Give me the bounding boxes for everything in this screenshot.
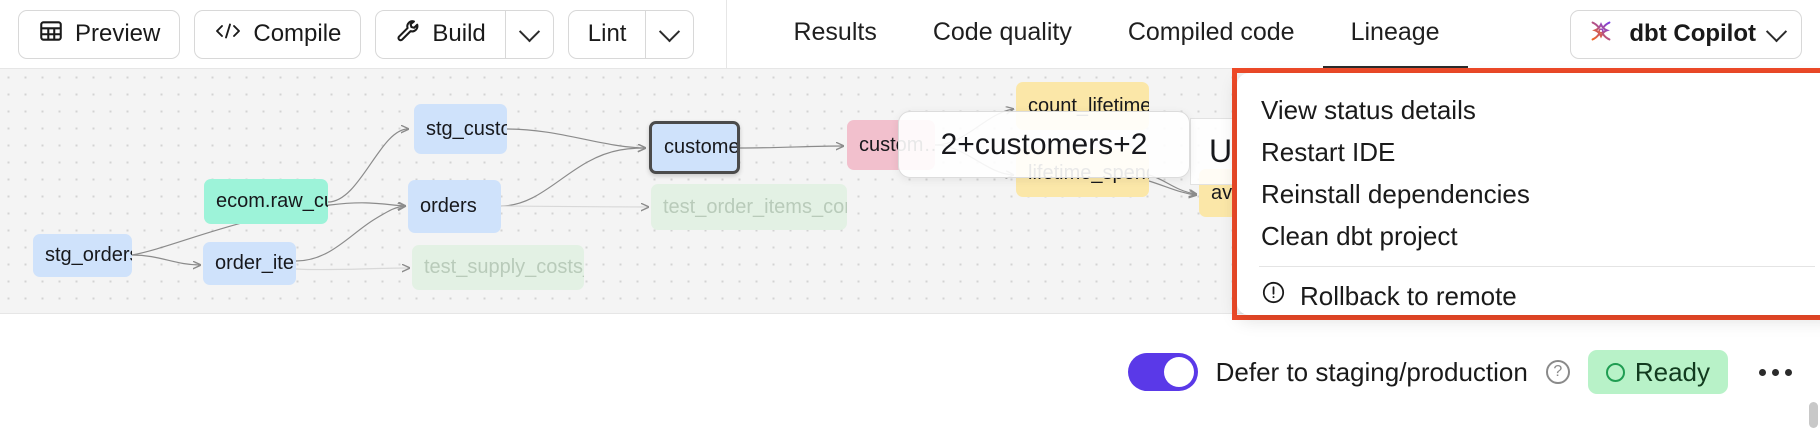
node-label: test_order_items_comput… (663, 195, 847, 218)
node-label: test_supply_costs_su… (424, 256, 584, 278)
lineage-node-stg-customers[interactable]: stg_custo… (414, 104, 507, 154)
status-badge[interactable]: Ready (1587, 350, 1728, 394)
code-brackets-icon (214, 18, 242, 51)
lineage-node-stg-orders[interactable]: stg_orders (33, 234, 132, 277)
question-mark-icon[interactable]: ? (1545, 360, 1570, 384)
compile-button-label: Compile (253, 20, 342, 47)
build-button[interactable]: Build (376, 11, 504, 58)
tab-code-quality-label: Code quality (932, 18, 1072, 46)
lint-split-button: Lint (567, 9, 695, 59)
sparkle-star-icon (1586, 16, 1616, 53)
preview-button-label: Preview (75, 20, 161, 47)
menu-item-reinstall-dependencies[interactable]: Reinstall dependencies (1237, 173, 1820, 215)
lineage-tooltip: 2+customers+2 (898, 111, 1190, 178)
node-label: stg_custo… (426, 117, 507, 140)
menu-item-rollback-to-remote[interactable]: Rollback to remote (1237, 275, 1820, 317)
wrench-icon (395, 18, 421, 51)
menu-item-label: Restart IDE (1261, 136, 1396, 167)
menu-separator (1259, 266, 1815, 267)
compile-button[interactable]: Compile (194, 9, 362, 59)
status-dot-icon (1605, 362, 1625, 382)
chevron-down-icon (1765, 20, 1788, 42)
tab-lineage[interactable]: Lineage (1322, 0, 1468, 69)
defer-toggle[interactable] (1127, 353, 1198, 391)
menu-item-clean-dbt-project[interactable]: Clean dbt project (1237, 215, 1820, 257)
lineage-node-ecom-raw-customers[interactable]: ecom.raw_cust… (204, 179, 328, 224)
menu-item-restart-ide[interactable]: Restart IDE (1237, 131, 1820, 173)
lint-button-label: Lint (587, 20, 627, 47)
alert-circle-icon (1261, 280, 1286, 312)
build-dropdown-toggle[interactable] (504, 10, 553, 58)
lineage-node-customers[interactable]: customers (649, 121, 740, 174)
dbt-copilot-label: dbt Copilot (1629, 20, 1756, 47)
node-label: order_ite… (215, 252, 296, 274)
toolbar-actions: Preview Compile (0, 0, 728, 69)
tab-compiled-code[interactable]: Compiled code (1100, 0, 1323, 69)
tab-lineage-label: Lineage (1350, 18, 1440, 46)
node-label: stg_orders (45, 244, 132, 266)
build-button-label: Build (432, 20, 486, 47)
toolbar-right: dbt Copilot (1570, 9, 1820, 59)
node-label: orders (420, 195, 477, 217)
chevron-down-icon (518, 20, 540, 42)
lineage-node-test-order-items[interactable]: test_order_items_comput… (651, 184, 847, 230)
lint-dropdown-toggle[interactable] (645, 10, 693, 58)
menu-highlight-box (1232, 68, 1820, 320)
lint-button[interactable]: Lint (569, 11, 646, 58)
lineage-node-test-supply-costs[interactable]: test_supply_costs_su… (412, 245, 584, 290)
vertical-scrollbar[interactable] (1809, 402, 1818, 428)
tab-results-label: Results (793, 18, 877, 46)
bottom-status-bar: Defer to staging/production ? Ready (0, 313, 1820, 430)
node-label: customers (664, 136, 740, 158)
menu-item-label: Rollback to remote (1300, 280, 1517, 311)
more-horizontal-icon[interactable] (1746, 350, 1804, 394)
build-split-button: Build (375, 9, 554, 59)
tab-results[interactable]: Results (765, 0, 904, 69)
node-label: ecom.raw_cust… (216, 190, 328, 212)
preview-button[interactable]: Preview (18, 9, 181, 59)
tab-compiled-code-label: Compiled code (1127, 18, 1295, 46)
menu-item-label: Reinstall dependencies (1261, 178, 1530, 209)
lineage-node-order-items[interactable]: order_ite… (203, 242, 296, 285)
menu-item-label: View status details (1261, 94, 1476, 125)
defer-toggle-knob (1163, 357, 1194, 387)
tab-code-quality[interactable]: Code quality (905, 0, 1100, 69)
tab-bar: Results Code quality Compiled code Linea… (765, 0, 1468, 69)
menu-item-label: Clean dbt project (1261, 220, 1458, 251)
status-badge-label: Ready (1634, 356, 1710, 387)
menu-item-view-status-details[interactable]: View status details (1237, 89, 1820, 131)
toolbar-divider (726, 0, 728, 69)
table-icon (38, 18, 64, 51)
chevron-down-icon (659, 20, 681, 42)
top-toolbar: Preview Compile (0, 0, 1820, 69)
defer-label: Defer to staging/production (1215, 356, 1528, 387)
dbt-copilot-button[interactable]: dbt Copilot (1570, 9, 1802, 59)
ide-actions-menu: View status details Restart IDE Reinstal… (1237, 73, 1820, 315)
lineage-node-orders[interactable]: orders (408, 180, 501, 233)
lineage-tooltip-text: 2+customers+2 (940, 127, 1148, 161)
